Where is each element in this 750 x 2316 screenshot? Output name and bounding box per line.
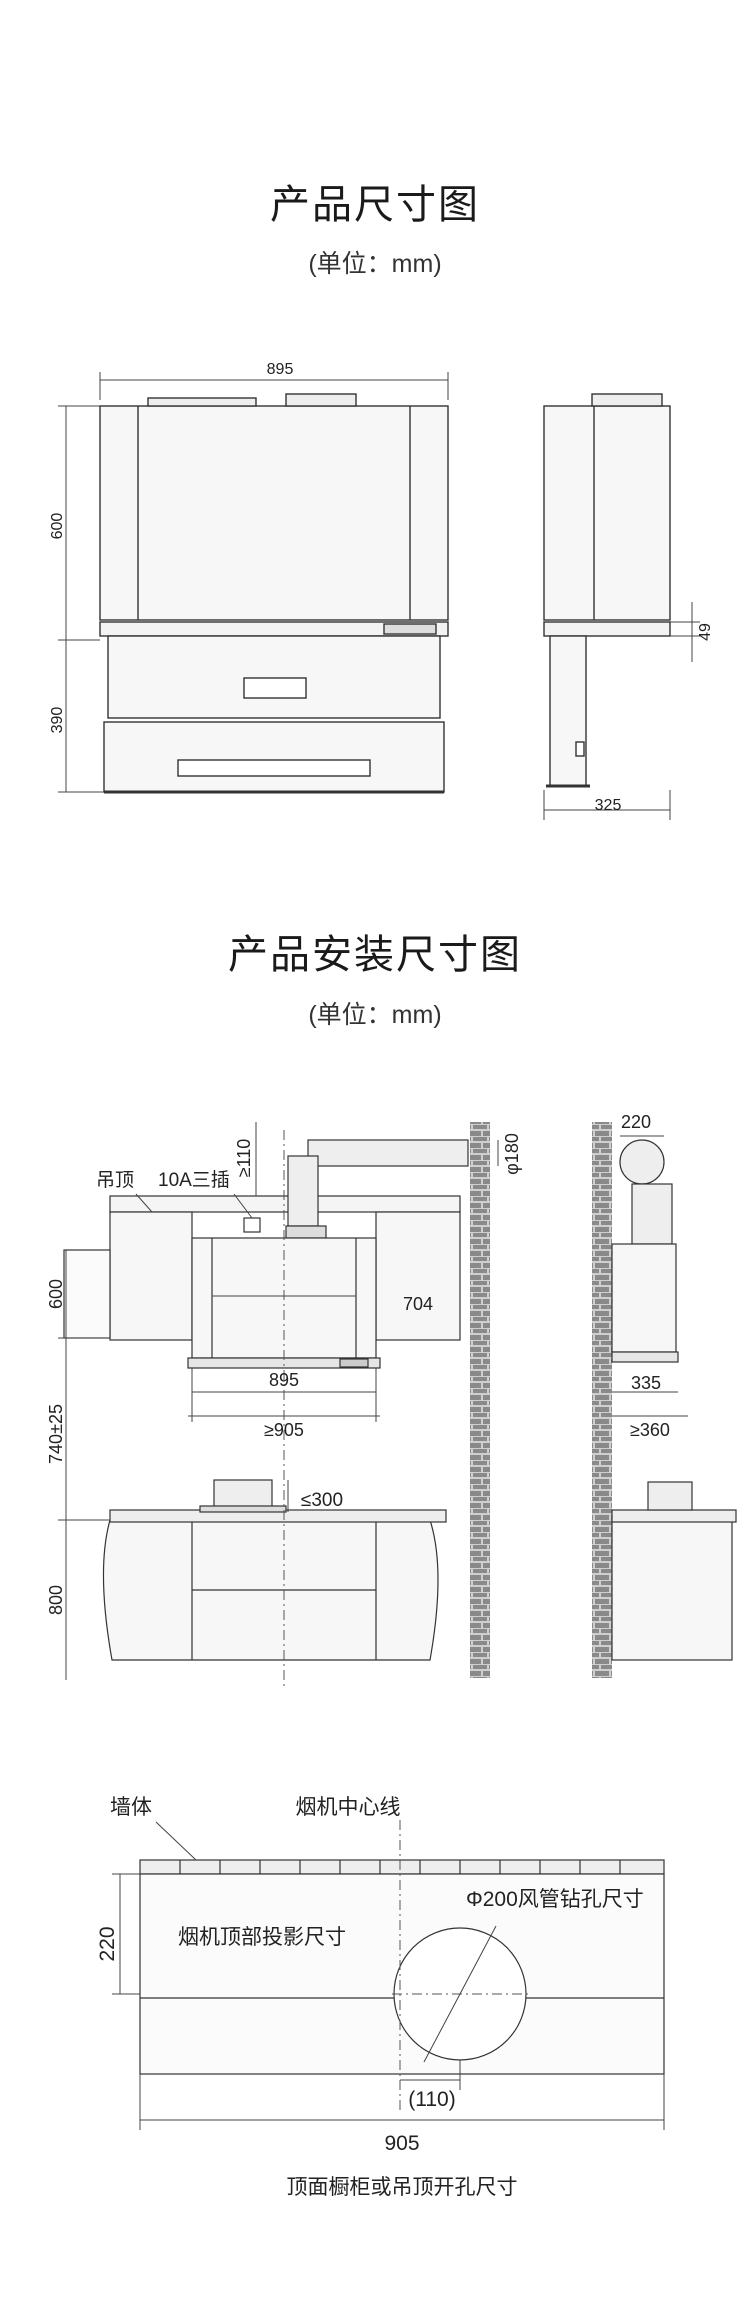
label-socket: 10A三插	[158, 1169, 230, 1191]
dim-hood-height: 600	[46, 1279, 66, 1309]
dim-hood-height: 600	[49, 513, 66, 540]
dim-clearance-top: ≥110	[234, 1139, 254, 1178]
ceiling-cutout-drawing: 墙体 烟机中心线 Φ200风管钻孔尺寸 烟机顶部投影尺寸 220 (110) 9…	[96, 1796, 665, 2199]
label-ceiling: 吊顶	[96, 1170, 134, 1191]
product-dimension-title: 产品尺寸图	[270, 183, 480, 227]
dim-panel-49: 49	[697, 623, 714, 641]
product-dimension-unit: (单位：mm)	[308, 250, 442, 278]
dim-duct-width: 220	[621, 1112, 651, 1132]
label-duct-hole: Φ200风管钻孔尺寸	[466, 1888, 644, 1911]
dim-width-895: 895	[267, 361, 294, 378]
cutout-caption: 顶面橱柜或吊顶开孔尺寸	[287, 2176, 518, 2199]
dim-lower-height: 390	[49, 707, 66, 734]
dim-width-895: 895	[269, 1370, 299, 1390]
dim-depth-220: 220	[96, 1926, 119, 1961]
wall-side-view	[592, 1122, 612, 1678]
product-dimension-drawing: 895 600 390 325 49	[49, 361, 714, 820]
label-centerline: 烟机中心线	[296, 1796, 401, 1819]
wall-front-view	[470, 1122, 490, 1678]
dim-side-depth: 335	[631, 1373, 661, 1393]
dim-offset-110: (110)	[408, 2088, 455, 2111]
installation-dimension-unit: (单位：mm)	[308, 1001, 442, 1029]
dim-inner-704: 704	[403, 1294, 433, 1314]
dim-duct-diameter: φ180	[502, 1133, 522, 1175]
installation-dimension-title: 产品安装尺寸图	[228, 933, 522, 977]
dim-mount-height: 740±25	[46, 1404, 66, 1464]
dim-offset-300: ≤300	[301, 1490, 343, 1511]
dim-min-width-905: ≥905	[264, 1420, 304, 1440]
label-projection: 烟机顶部投影尺寸	[178, 1926, 346, 1949]
dim-width-905: 905	[384, 2132, 419, 2155]
label-wall: 墙体	[110, 1796, 152, 1819]
dim-counter-height: 800	[46, 1585, 66, 1615]
dim-depth-325: 325	[595, 797, 622, 814]
dim-side-min-depth: ≥360	[630, 1420, 670, 1440]
installation-dimension-drawing: 吊顶 10A三插 ≥110 φ180 220 704 895 ≥905 600 …	[46, 1112, 737, 1690]
